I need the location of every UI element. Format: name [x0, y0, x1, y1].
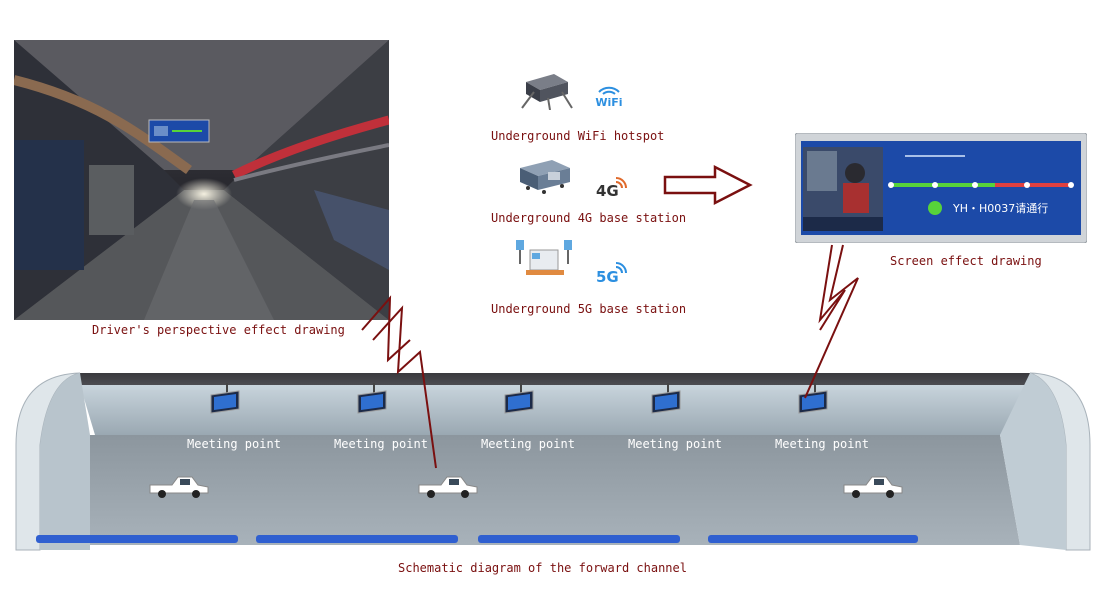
- driver-perspective-photo: [14, 40, 389, 320]
- truck-icon: [843, 476, 903, 498]
- wifi-hotspot-label: Underground WiFi hotspot: [491, 129, 665, 143]
- truck-icon: [149, 476, 209, 498]
- signal-4g-icon: 4G: [596, 177, 627, 200]
- g5-badge: 5G: [596, 268, 619, 286]
- meeting-point-monitor-1: [210, 383, 240, 414]
- lightning-icon: [818, 244, 846, 331]
- meeting-point-label: Meeting point: [481, 437, 575, 451]
- meeting-point-label: Meeting point: [334, 437, 428, 451]
- truck-icon: [418, 476, 478, 498]
- base-station-5g-icon: [516, 240, 572, 275]
- meeting-point-monitor-2: [357, 383, 387, 414]
- base-station-4g-icon: [520, 160, 570, 194]
- forward-channel-caption: Schematic diagram of the forward channel: [398, 561, 687, 575]
- meeting-point-label: Meeting point: [628, 437, 722, 451]
- screen-message: YH・H0037请通行: [953, 202, 1049, 215]
- wifi-badge: WiFi: [595, 96, 622, 109]
- signal-5g-icon: 5G: [596, 262, 627, 286]
- screen-effect-drawing: YH・H0037请通行: [794, 132, 1088, 244]
- g4-badge: 4G: [596, 182, 619, 200]
- base-station-5g-label: Underground 5G base station: [491, 302, 687, 316]
- tunnel-schematic: [15, 372, 1091, 551]
- router-icon: [521, 74, 573, 110]
- meeting-point-monitor-4: [651, 383, 681, 414]
- arrow-right-icon: [663, 164, 753, 206]
- base-station-4g-label: Underground 4G base station: [491, 211, 687, 225]
- screen-effect-caption: Screen effect drawing: [890, 254, 1042, 268]
- wifi-icon: WiFi: [595, 86, 623, 109]
- meeting-point-monitor-3: [504, 383, 534, 414]
- screen-icon: [794, 132, 1088, 244]
- meeting-point-monitor-5: [798, 383, 828, 414]
- meeting-point-label: Meeting point: [187, 437, 281, 451]
- meeting-point-label: Meeting point: [775, 437, 869, 451]
- driver-perspective-caption: Driver's perspective effect drawing: [92, 323, 345, 337]
